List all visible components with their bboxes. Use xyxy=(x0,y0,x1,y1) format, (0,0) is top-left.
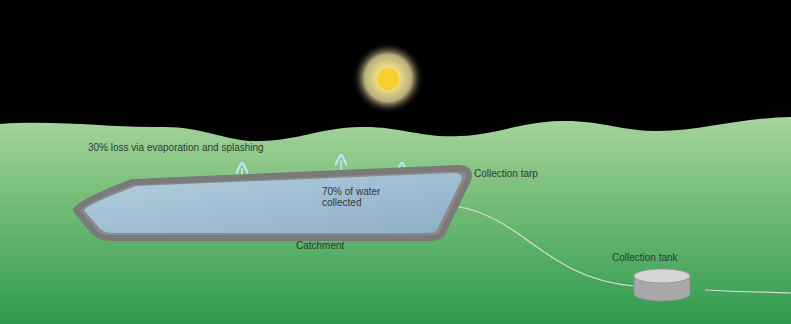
collected-note: 70% of water collected xyxy=(322,186,400,208)
tank-label: Collection tank xyxy=(612,252,678,263)
sun-glow xyxy=(352,42,424,114)
catchment-label: Catchment xyxy=(296,240,344,251)
catchment-tarp: 70% of water collectedCatchment xyxy=(70,158,480,258)
tarp-label: Collection tarp xyxy=(474,168,538,180)
hill xyxy=(0,117,791,324)
evaporation-note: 30% loss via evaporation and splashing xyxy=(88,142,264,154)
tarp-outline xyxy=(70,158,480,258)
outlet-pipe xyxy=(705,290,791,293)
water-surface xyxy=(84,173,462,233)
tank-lid xyxy=(634,269,690,283)
pipe xyxy=(454,206,634,286)
collection-tank: Collection tank xyxy=(608,252,712,304)
sun xyxy=(377,68,399,90)
tarp xyxy=(76,168,469,238)
